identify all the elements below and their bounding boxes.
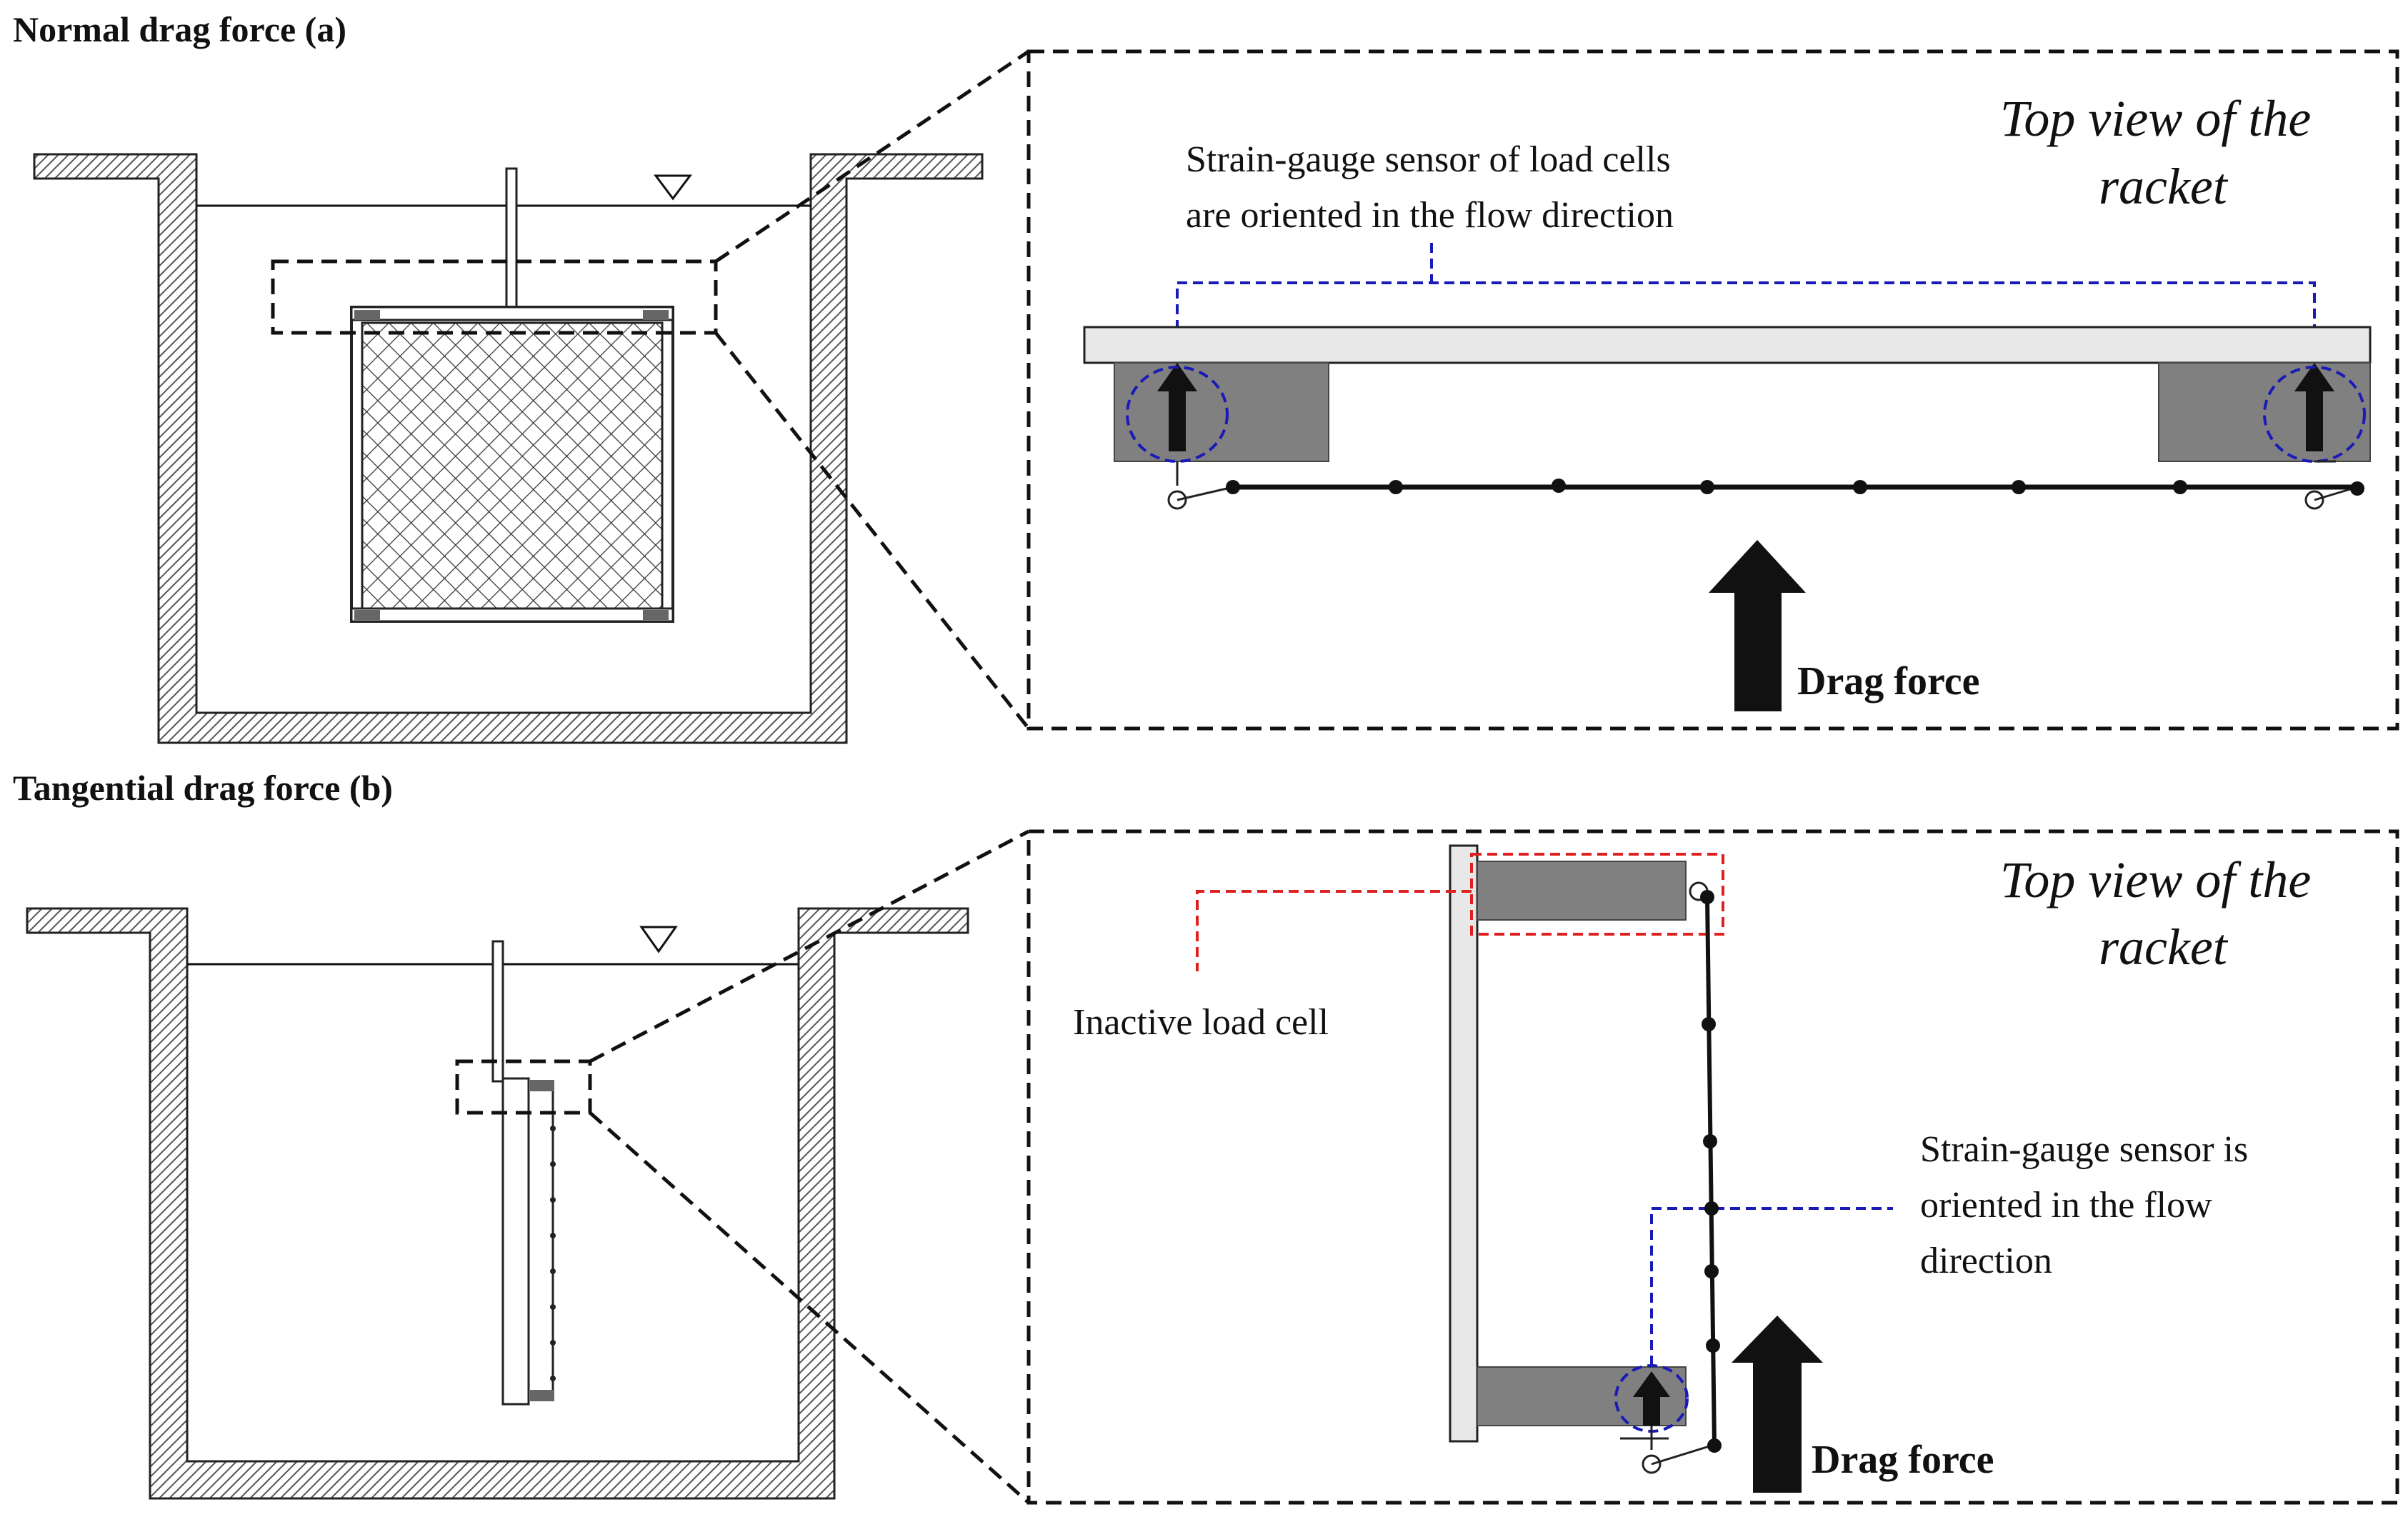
tank-a <box>33 153 984 744</box>
net-knot <box>1853 480 1867 494</box>
panel-b-heading: Tangential drag force (b) <box>13 768 393 808</box>
sensor-arrow-left-a <box>1157 363 1197 451</box>
sensor-note-b-line3: direction <box>1920 1241 2052 1281</box>
racket-front-view-a <box>350 167 674 623</box>
water-level-triangle-b <box>639 926 678 953</box>
net-knot <box>550 1376 556 1381</box>
drag-force-label-a: Drag force <box>1797 659 1980 704</box>
zoom-line-bottom-b <box>589 1111 1030 1504</box>
net-knot <box>1552 479 1566 493</box>
sensor-note-b-line2: oriented in the flow <box>1920 1185 2212 1226</box>
water-level-triangle-a <box>654 174 692 201</box>
link-left-a <box>1176 486 1234 501</box>
link-bottom-b <box>1651 1444 1712 1466</box>
racket-bar-b <box>1449 844 1479 1443</box>
drag-force-label-b: Drag force <box>1812 1438 1994 1482</box>
net-knot <box>1704 1264 1719 1278</box>
load-cell-tl-a <box>354 310 380 320</box>
sensor-leader-b <box>1650 1207 1893 1366</box>
net-knot <box>550 1340 556 1346</box>
net-knot <box>1702 1017 1716 1031</box>
net-knot <box>550 1197 556 1203</box>
net-knot <box>550 1233 556 1238</box>
net-knot <box>550 1304 556 1310</box>
top-bar-a <box>350 306 674 321</box>
inactive-highlight-b <box>1470 853 1724 936</box>
net-knot <box>550 1161 556 1167</box>
net-knot <box>550 1126 556 1131</box>
net-knot <box>1700 890 1714 904</box>
load-cell-top-b <box>530 1080 554 1091</box>
net-knot <box>2173 480 2187 494</box>
net-knots-side-b <box>550 1126 556 1381</box>
load-cell-bottom-b <box>530 1390 554 1401</box>
support-rod-b <box>491 940 504 1083</box>
support-rod-a <box>505 167 518 313</box>
racket-side-view-b <box>491 940 556 1406</box>
racket-frame-b <box>501 1077 530 1406</box>
sensor-highlight-left-a <box>1126 366 1229 463</box>
sensor-note-a-line2: are oriented in the flow direction <box>1186 195 1674 236</box>
net-knot <box>1226 480 1240 494</box>
tank-a-wall <box>33 153 984 744</box>
zoom-line-top-a <box>714 49 1030 264</box>
sensor-arrow-right-a <box>2294 363 2334 451</box>
detail-title-b-line1: Top view of the <box>2000 851 2311 908</box>
sensor-arrow-b <box>1633 1371 1670 1426</box>
net-knots-b <box>1700 890 1722 1453</box>
net-knot <box>1389 480 1403 494</box>
net-knots-a <box>1226 479 2364 496</box>
tank-b-wall <box>26 907 969 1500</box>
panel-a: Normal drag force (a) Top view of the ra… <box>13 9 2399 744</box>
net-line-b <box>1705 896 1717 1446</box>
net-knot <box>1707 1438 1722 1453</box>
zoom-line-bottom-a <box>714 331 1030 730</box>
zoom-region-a <box>271 259 718 335</box>
drag-force-arrow-b <box>1732 1316 1823 1493</box>
detail-box-a <box>1026 49 2399 731</box>
net-knot <box>1703 1134 1717 1148</box>
load-cell-br-a <box>643 610 669 620</box>
detail-title-a-line2: racket <box>2099 158 2229 215</box>
net-knot <box>550 1268 556 1274</box>
sensor-note-b-line1: Strain-gauge sensor is <box>1920 1129 2248 1170</box>
bottom-bar-a <box>350 607 674 623</box>
panel-a-heading: Normal drag force (a) <box>13 9 346 49</box>
detail-title-a-line1: Top view of the <box>2000 90 2311 147</box>
net-knot <box>2012 480 2026 494</box>
load-cell-right-a <box>2158 362 2371 462</box>
sensor-note-a-line1: Strain-gauge sensor of load cells <box>1186 139 1671 180</box>
drag-force-arrow-a <box>1709 540 1806 711</box>
load-cell-tr-a <box>643 310 669 320</box>
inactive-leader-b <box>1196 890 1472 971</box>
panel-b: Tangential drag force (b) <box>13 768 2399 1505</box>
zoom-line-top-b <box>589 829 1030 1063</box>
sensor-highlight-right-a <box>2263 366 2366 463</box>
net-knot <box>1706 1338 1720 1353</box>
load-cell-bl-a <box>354 610 380 620</box>
racket-top-bar-a <box>1083 326 2372 364</box>
load-cell-left-a <box>1114 362 1329 462</box>
inactive-load-cell-label: Inactive load cell <box>1073 1002 1329 1043</box>
detail-box-b <box>1026 829 2399 1505</box>
inactive-load-cell-b <box>1477 861 1687 921</box>
racket-mesh-a <box>361 321 664 610</box>
net-knot <box>1700 480 1714 494</box>
detail-title-b-line2: racket <box>2099 918 2229 976</box>
net-knot <box>1704 1201 1719 1216</box>
net-knot <box>2350 481 2364 496</box>
zoom-region-b <box>455 1059 592 1115</box>
